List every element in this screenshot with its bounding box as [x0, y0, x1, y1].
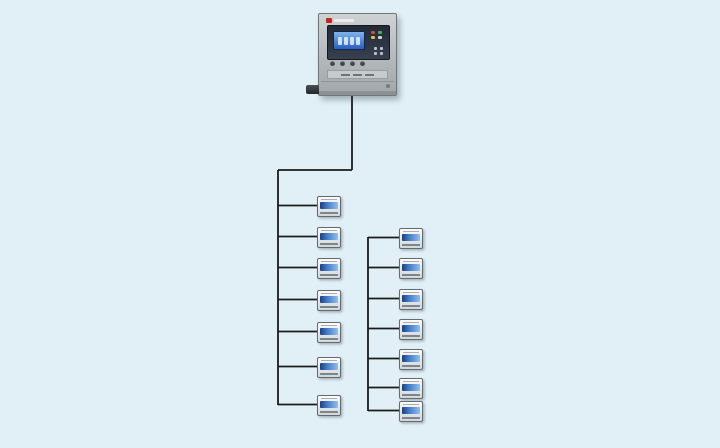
device-vent	[321, 230, 337, 231]
device-display	[320, 233, 338, 240]
bezel-key	[380, 52, 383, 55]
device-display	[320, 202, 338, 209]
cabinet-seam	[321, 81, 394, 82]
device-terminal-strip	[402, 305, 420, 307]
label-text-dash	[353, 73, 362, 76]
detector-left-1	[317, 196, 341, 217]
device-vent	[403, 381, 419, 382]
alarm-controller	[306, 13, 397, 96]
lcd-digit-segment	[344, 37, 348, 45]
device-vent	[403, 322, 419, 323]
status-led-icon	[371, 31, 375, 34]
detector-right-4	[399, 319, 423, 340]
device-display	[402, 355, 420, 362]
detector-right-2	[399, 258, 423, 279]
device-display	[402, 264, 420, 271]
cabinet-base	[319, 91, 396, 95]
panel-buttons	[330, 61, 365, 66]
detector-left-2	[317, 227, 341, 248]
label-text-dash	[365, 73, 374, 76]
detector-left-6	[317, 357, 341, 378]
device-display	[402, 407, 420, 414]
device-vent	[321, 293, 337, 294]
label-strip	[327, 70, 388, 79]
detector-right-3	[399, 289, 423, 310]
brand-mark-icon	[326, 17, 332, 23]
device-terminal-strip	[402, 394, 420, 396]
device-vent	[321, 325, 337, 326]
detector-right-6	[399, 378, 423, 399]
device-display	[320, 401, 338, 408]
device-terminal-strip	[320, 274, 338, 276]
device-terminal-strip	[402, 365, 420, 367]
alarm-horn-icon	[306, 85, 319, 94]
detector-right-1	[399, 228, 423, 249]
device-vent	[403, 231, 419, 232]
door-lock	[386, 84, 390, 88]
detector-right-7	[399, 401, 423, 422]
device-terminal-strip	[402, 274, 420, 276]
display-bezel	[327, 25, 390, 60]
panel-button	[360, 61, 365, 66]
lcd-digit-segment	[356, 37, 360, 45]
status-leds	[371, 31, 383, 39]
device-display	[320, 363, 338, 370]
bezel-key	[374, 47, 377, 50]
device-display	[320, 296, 338, 303]
device-terminal-strip	[320, 306, 338, 308]
device-display	[320, 264, 338, 271]
lcd-digit-segment	[338, 37, 342, 45]
device-terminal-strip	[320, 373, 338, 375]
device-terminal-strip	[320, 212, 338, 214]
lcd-screen	[333, 31, 365, 50]
lcd-digit-segment	[350, 37, 354, 45]
device-vent	[403, 261, 419, 262]
panel-button	[350, 61, 355, 66]
device-vent	[321, 398, 337, 399]
bezel-key	[380, 47, 383, 50]
device-vent	[321, 261, 337, 262]
device-vent	[403, 404, 419, 405]
device-display	[402, 295, 420, 302]
device-terminal-strip	[402, 417, 420, 419]
device-vent	[321, 199, 337, 200]
device-terminal-strip	[320, 243, 338, 245]
device-display	[402, 234, 420, 241]
label-text-dash	[341, 73, 350, 76]
detector-right-5	[399, 349, 423, 370]
device-terminal-strip	[402, 244, 420, 246]
device-vent	[321, 360, 337, 361]
status-led-icon	[378, 36, 382, 39]
detector-left-3	[317, 258, 341, 279]
device-terminal-strip	[402, 335, 420, 337]
panel-button	[340, 61, 345, 66]
bezel-key	[374, 52, 377, 55]
brand-logo	[326, 17, 354, 23]
detector-left-5	[317, 322, 341, 343]
detector-left-4	[317, 290, 341, 311]
detector-left-7	[317, 395, 341, 416]
device-terminal-strip	[320, 338, 338, 340]
device-vent	[403, 352, 419, 353]
bezel-keypad	[374, 47, 384, 55]
device-vent	[403, 292, 419, 293]
device-display	[402, 384, 420, 391]
status-led-icon	[371, 36, 375, 39]
device-display	[320, 328, 338, 335]
status-led-icon	[378, 31, 382, 34]
brand-name-plate	[334, 18, 354, 22]
device-display	[402, 325, 420, 332]
device-terminal-strip	[320, 411, 338, 413]
panel-button	[330, 61, 335, 66]
